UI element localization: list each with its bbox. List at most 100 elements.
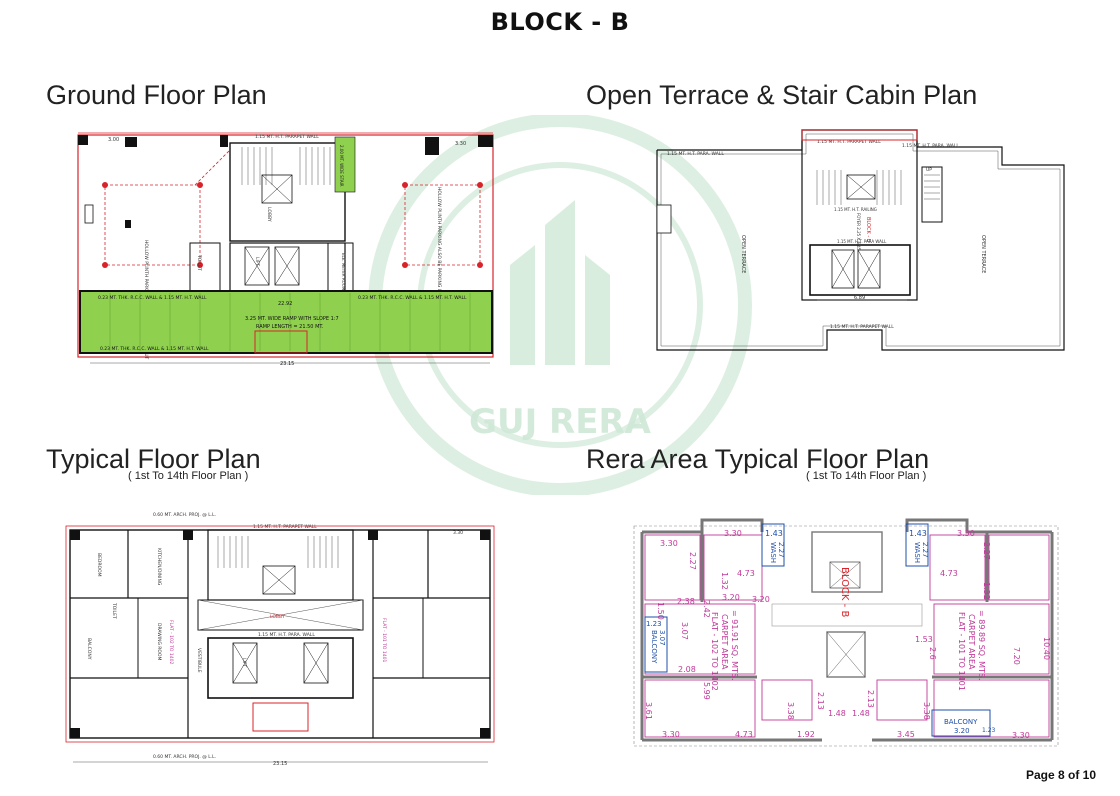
rera-dim-338b: 3.38 [922,702,931,720]
ground-parapet-label: 1.15 MT. H.T. PARAPET WALL [255,134,319,140]
rera-dim-208: 2.08 [678,665,696,674]
terrace-block-label: BLOCK - B [865,217,871,243]
terrace-open-right: OPEN TERRACE [980,235,986,273]
rera-dim-330a: 3.30 [660,539,678,548]
rera-dim-720: 7.20 [1012,647,1021,665]
ground-ramp-label: 3.25 MT. WIDE RAMP WITH SLOPE 1:7 [245,316,339,322]
terrace-title: Open Terrace & Stair Cabin Plan [586,80,978,110]
typical-bedroom: BEDROOM [96,553,102,577]
terrace-para-wall: 1.15 MT. H.T. PARA WALL [837,239,887,244]
typical-floor-title: Typical Floor Plan [46,444,261,474]
ground-dim-left: 3.00 [108,137,119,143]
rera-wash-right-d: 2.27 [921,542,929,558]
ground-wall-right-top: 0.23 MT. THK. R.C.C. WALL & 1.15 MT. H.T… [358,295,467,301]
rera-dim-338a: 3.38 [786,702,795,720]
ground-floor-title: Ground Floor Plan [46,80,267,110]
terrace-parapet-right: 1.15 MT. H.T. PARA. WALL [902,143,959,149]
ground-dim-ramp: 22.92 [278,301,292,307]
terrace-parapet-top: 1.15 MT. H.T. PARAPET WALL [817,139,881,145]
rera-wash-left-w: 1.43 [765,529,783,538]
rera-dim-123: 1.23 [982,727,996,734]
rera-flat-left-3: = 91.91 SQ. MTS. [730,610,739,681]
rera-flat-right-1: FLAT - 101 TO 1401 [957,612,966,691]
rera-dim-599: 5.99 [702,682,711,700]
typical-floor-plan: 0.60 MT. ARCH. PROJ. @ L.L. 1.15 MT. H.T… [65,512,495,767]
page-number: Page 8 of 10 [1025,768,1096,782]
rera-balcony-right-d: 3.20 [954,727,970,735]
rera-dim-26: 2.6 [928,647,937,660]
rera-dim-132b: 1.32 [982,582,991,600]
rera-dim-1040: 10.40 [1042,637,1051,660]
rera-dim-242: 2.42 [702,600,711,618]
ground-wall-bottom: 0.23 MT. THK. R.C.C. WALL & 1.15 MT. H.T… [100,346,209,352]
typical-toilet: TOILET [111,602,117,619]
rera-balcony-left-w: 1.23 [646,620,662,628]
rera-dim-345: 3.45 [897,730,915,739]
rera-flat-left-2: CARPET AREA [720,614,729,670]
rera-wash-left: WASH [769,542,777,563]
ground-stair: 2.00 MT. WIDE STAIR [339,145,344,187]
rera-balcony-left: BALCONY [650,630,658,664]
terrace-up: UP [926,167,932,173]
rera-dim-320b: 3.20 [752,595,770,604]
ground-wall-top: 0.23 MT. THK. R.C.C. WALL & 1.15 MT. H.T… [98,295,207,301]
terrace-foyer: FOYER 2.25 X 6.45 [856,213,861,251]
terrace-parapet-bottom: 1.15 MT. H.T. PARAPET WALL [830,324,894,330]
typical-parapet: 1.15 MT. H.T. PARAPET WALL [253,524,317,530]
rera-flat-left-1: FLAT - 102 TO 1402 [710,612,719,691]
rera-flat-right-2: CARPET AREA [967,614,976,670]
terrace-parapet-left: 1.15 MT. H.T. PARA. WALL [667,151,724,157]
rera-floor-title: Rera Area Typical Floor Plan [586,444,930,474]
terrace-open-left: OPEN TERRACE [740,235,746,273]
rera-dim-320: 3.20 [722,593,740,602]
typical-drawing: DRAWING ROOM [156,623,162,661]
ground-toilet: TOILET [196,254,202,271]
rera-dim-361: 3.61 [644,702,653,720]
watermark-center-text: GUJ RERA [469,402,652,442]
rera-dim-473c: 4.73 [735,730,753,739]
rera-dim-148a: 1.48 [828,709,846,718]
rera-dim-132a: 1.32 [720,572,729,590]
ground-lift: LIFT [254,257,260,266]
rera-watermark: GUJ RERA [368,115,752,495]
ground-elec: ELE. METER ROOM [341,253,346,291]
rera-dim-330c: 3.30 [957,529,975,538]
typical-arch-bottom: 0.60 MT. ARCH. PROJ. @ L.L. [153,754,216,760]
terrace-plan: 1.15 MT. H.T. PARAPET WALL 1.15 MT. H.T.… [656,129,1065,351]
typical-arch-top: 0.60 MT. ARCH. PROJ. @ L.L. [153,512,216,518]
page-title: BLOCK - B [490,8,630,36]
rera-dim-227a: 2.27 [688,552,697,570]
typical-para-wall: 1.15 MT. H.T. PARA. WALL [258,632,315,638]
typical-lobby: LOBBY [270,614,285,620]
rera-dim-148b: 1.48 [852,709,870,718]
rera-dim-213a: 2.13 [816,692,825,710]
typical-dim-330: 3.30 [453,530,463,536]
rera-dim-150: 1.50 [656,602,665,620]
rera-block-label: BLOCK - B [839,567,850,617]
typical-lift: LIFT [241,658,247,667]
ground-lobby: LOBBY [266,207,272,222]
rera-dim-330d: 3.30 [662,730,680,739]
rera-dim-330b: 3.30 [724,529,742,538]
typical-kitchen: KITCHEN/DINING [156,548,162,586]
rera-dim-330e: 3.30 [1012,731,1030,740]
terrace-railing: 1.15 MT. H.T. RAILING [834,207,877,212]
ground-parking-right: HOLLOW PLINTH PARKING ALSO BE PARKING LA… [436,187,442,307]
rera-dim-307: 3.07 [680,622,689,640]
rera-wash-right: WASH [913,542,921,563]
ground-ramp-length: RAMP LENGTH = 21.50 MT. [256,324,324,330]
typical-floor-subtitle: ( 1st To 14th Floor Plan ) [128,470,249,482]
rera-floor-subtitle: ( 1st To 14th Floor Plan ) [806,470,927,482]
rera-dim-227b: 2.27 [982,542,991,560]
rera-dim-153: 1.53 [915,635,933,644]
terrace-dim-689: 6.89 [854,295,865,301]
rera-flat-right-3: = 89.89 SQ. MTS. [977,610,986,681]
rera-balcony-right: BALCONY [944,718,978,726]
typical-balcony: BALCONY [86,638,92,660]
rera-floor-plan: BLOCK - B FLAT - 102 TO 1402 CARPET AREA… [633,518,1059,747]
typical-flat-left: FLAT - 102 TO 1402 [168,620,174,664]
typical-flat-right: FLAT - 101 TO 1401 [381,618,387,662]
ground-floor-plan: 3.00 3.30 1.15 MT. H.T. PARAPET WALL HOL… [77,132,494,367]
rera-wash-left-d: 2.27 [777,542,785,558]
rera-wash-right-w: 1.43 [909,529,927,538]
